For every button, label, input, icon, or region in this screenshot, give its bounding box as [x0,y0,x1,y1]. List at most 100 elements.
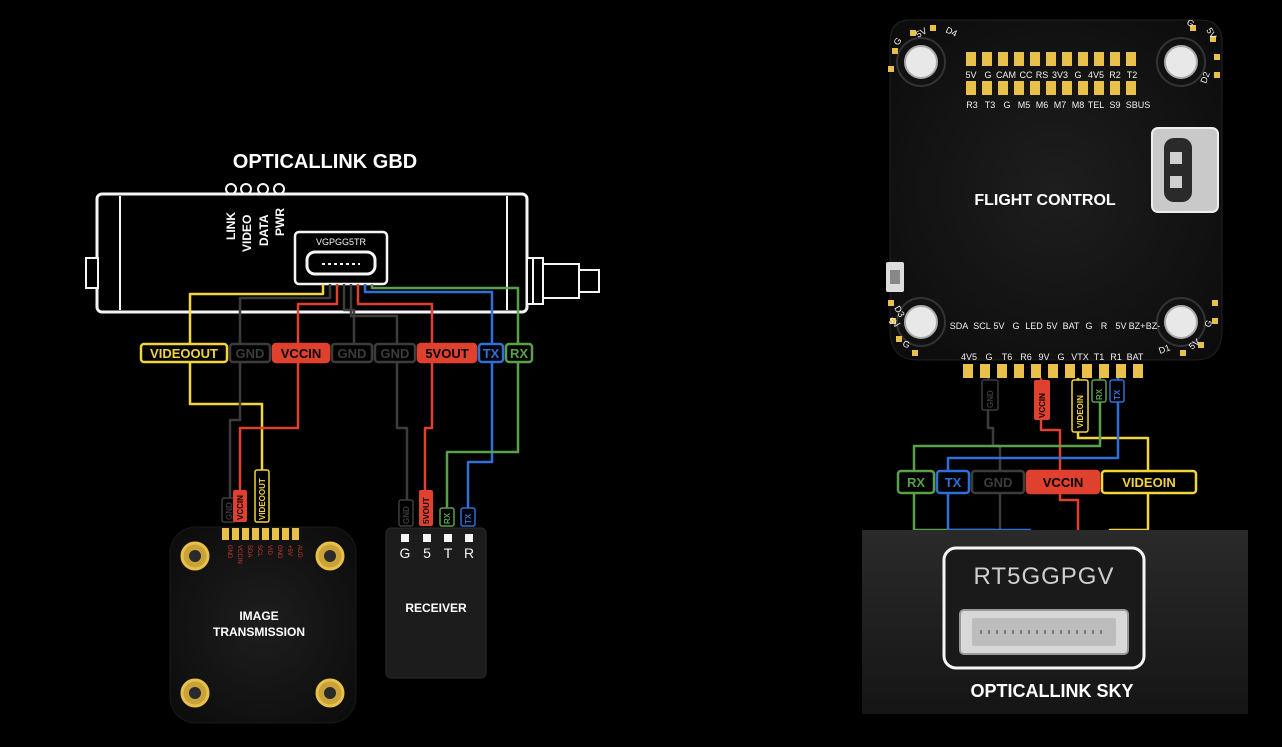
fc-bot1-0: SDA [950,321,969,331]
fc-top1-1: G [984,70,991,80]
gbd-left-cap [85,257,99,289]
fc-tag-videoin: VIDEOIN [1076,395,1085,428]
sky-tag-vccin: VCCIN [1043,475,1083,490]
fc-bot2-4: 9V [1038,352,1049,362]
gbd-device: LINK VIDEO DATA PWR VGPGG5TR [85,183,600,314]
receiver-board: G 5 T R RECEIVER [385,527,487,679]
tag-rx: RX [510,346,528,361]
image-transmission-board: GND VCCIN SDA SCL VID GND +5V AUD IMAGE … [169,526,357,724]
corner-label-d2: D2 [1198,70,1211,84]
fc-bot2-3: R6 [1020,352,1032,362]
tag-gnd-2: GND [338,346,367,361]
pad-label-5: GND [276,545,282,559]
sky-tag-gnd: GND [984,475,1013,490]
it-tag-gnd: GND [225,502,234,520]
rx-tag-rx: RX [443,512,452,524]
receiver-pin-t: T [444,545,453,561]
pad-label-1: VCCIN [236,545,242,564]
fc-top1-8: R2 [1109,70,1121,80]
fc-top2-4: M6 [1036,100,1049,110]
usb-c-port-icon [1151,127,1219,213]
fc-bot2-6: VTX [1071,352,1089,362]
fc-top1-2: CAM [996,70,1016,80]
sky-title: OPTICALLINK SKY [970,681,1133,701]
gbd-title: OPTICALLINK GBD [233,151,417,173]
fc-wire-tags: GND VCCIN VIDEOIN RX TX [981,379,1125,433]
fc-top1-7: 4V5 [1088,70,1104,80]
fc-bot1-6: BAT [1063,321,1080,331]
receiver-pin-g: G [400,545,411,561]
receiver-pin-5: 5 [423,545,431,561]
fc-top2-7: TEL [1088,100,1105,110]
it-tag-vccin: VCCIN [236,495,245,520]
tag-tx: TX [483,346,500,361]
fc-bot1-10: BZ+ [1129,321,1146,331]
tag-vccin: VCCIN [281,346,321,361]
corner-label-g-bl: G [901,338,911,350]
tag-5vout: 5VOUT [425,346,468,361]
fc-tag-rx: RX [1095,388,1104,400]
pad-label-7: AUD [296,545,302,558]
sky-device: RT5GGPGV OPTICALLINK SKY [862,530,1248,714]
image-transmission-title-2: TRANSMISSION [213,625,305,639]
fc-top1-3: CC [1020,70,1033,80]
led-label-video: VIDEO [240,215,254,252]
it-tag-videoout: VIDEOOUT [258,478,267,520]
sky-tag-rx: RX [907,475,925,490]
tag-gnd-3: GND [381,346,410,361]
fc-bot2-1: G [985,352,992,362]
sky-tag-tx: TX [945,475,962,490]
fc-bot1-9: 5V [1115,321,1126,331]
image-transmission-title-1: IMAGE [239,609,278,623]
tag-videoout: VIDEOOUT [150,346,218,361]
fc-top2-3: M5 [1018,100,1031,110]
corner-label-d3: D3 [892,304,906,319]
bnc-connector-icon [526,257,600,305]
fc-tag-tx: TX [1113,389,1122,400]
rx-tag-gnd: GND [402,506,411,524]
fc-tag-gnd: GND [986,390,995,408]
pad-label-6: +5V [286,545,292,556]
fc-bot1-4: LED [1025,321,1043,331]
fc-top1-0: 5V [965,70,976,80]
corner-label-g-tr: G [1185,17,1196,29]
receiver-pin-r: R [464,545,474,561]
fc-top2-6: M8 [1072,100,1085,110]
fc-top1-4: RS [1036,70,1049,80]
pad-label-4: VID [266,545,272,556]
fc-top1-9: T2 [1127,70,1138,80]
pad-label-3: SCL [256,545,262,557]
flight-control-board: D4 5V G D3 5V G D2 5V G D1 5V G 5V G CAM… [886,17,1223,378]
corner-label-d1: D1 [1157,343,1171,356]
fc-bot1-5: 5V [1046,321,1057,331]
fc-bot2-2: T6 [1002,352,1013,362]
fc-top2-0: R3 [966,100,978,110]
fc-bot1-8: R [1101,321,1108,331]
pad-label-2: SDA [246,545,252,557]
fc-wires [912,378,1150,548]
fc-top2-2: G [1003,100,1010,110]
fc-bot1-3: G [1012,321,1019,331]
gbd-connector-label: VGPGG5TR [316,237,367,247]
led-label-pwr: PWR [273,208,287,236]
corner-label-g-tl: G [891,36,903,47]
fc-bot1-7: G [1085,321,1092,331]
fc-bot2-9: BAT [1127,352,1144,362]
fc-tag-vccin: VCCIN [1038,393,1047,418]
fc-top2-1: T3 [985,100,996,110]
fc-bot2-0: 4V5 [961,352,977,362]
corner-label-5v-tr: 5V [1204,26,1218,41]
led-label-link: LINK [224,212,238,240]
corner-label-g-br: G [1202,319,1214,329]
fc-bot2-8: R1 [1110,352,1122,362]
receiver-wire-tags: GND 5VOUT RX TX [398,490,476,527]
sky-connector-label: RT5GGPGV [974,563,1115,590]
flight-control-title: FLIGHT CONTROL [974,192,1116,209]
fc-top1-6: G [1074,70,1081,80]
gbd-wires [188,284,520,510]
pad-label-0: GND [226,545,232,559]
image-transmission-wire-tags: GND VCCIN VIDEOOUT [221,469,270,523]
rx-tag-5vout: 5VOUT [422,497,431,524]
fc-bot2-7: T1 [1094,352,1105,362]
